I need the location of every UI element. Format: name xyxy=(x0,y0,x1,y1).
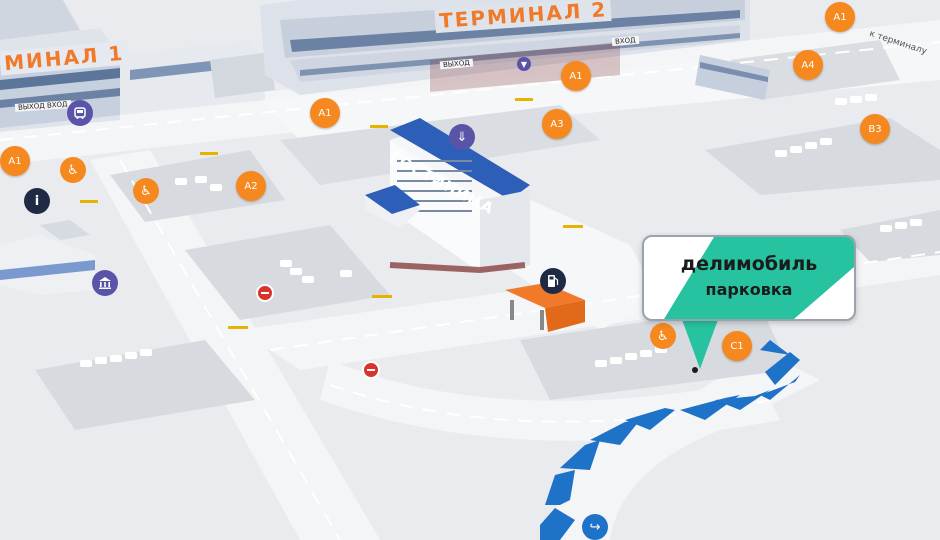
zone-pin-b3[interactable]: B3 xyxy=(860,114,890,144)
parking-lot-c1 xyxy=(520,305,790,400)
wheelchair-icon[interactable]: ♿ xyxy=(60,157,86,183)
fuel-icon[interactable] xyxy=(540,268,566,294)
zone-pin-a1[interactable]: A1 xyxy=(825,2,855,32)
zone-pin-a1[interactable]: A1 xyxy=(561,61,591,91)
zone-pin-a2[interactable]: A2 xyxy=(236,171,266,201)
hotel-building xyxy=(365,118,530,274)
zone-pin-a1[interactable]: A1 xyxy=(0,146,30,176)
parking-lot-center xyxy=(185,225,390,320)
down-arrow-icon[interactable]: ⇓ xyxy=(449,124,475,150)
wheelchair-icon[interactable]: ♿ xyxy=(650,323,676,349)
delimobil-parking-callout[interactable]: делимобиль парковка xyxy=(642,235,856,321)
callout-stripe xyxy=(664,237,854,319)
no-entry-icon xyxy=(362,361,380,379)
route-arrows xyxy=(540,340,800,540)
parking-lot-left xyxy=(35,340,255,430)
info-icon[interactable]: i xyxy=(24,188,50,214)
admin-building xyxy=(0,220,95,295)
zone-pin-a4[interactable]: A4 xyxy=(793,50,823,80)
zone-pin-a3[interactable]: A3 xyxy=(542,109,572,139)
zone-pin-c1[interactable]: C1 xyxy=(722,331,752,361)
callout-pointer xyxy=(680,314,720,369)
zone-pin-a1[interactable]: A1 xyxy=(310,98,340,128)
marker-icon: ▼ xyxy=(517,57,531,71)
museum-icon[interactable] xyxy=(92,270,118,296)
wheelchair-icon[interactable]: ♿ xyxy=(133,178,159,204)
callout-subtitle: парковка xyxy=(705,280,793,299)
callout-brand: делимобиль xyxy=(680,253,818,275)
no-entry-icon xyxy=(256,284,274,302)
parking-lot-a2 xyxy=(110,150,285,222)
barriers xyxy=(80,98,583,329)
turn-right-icon[interactable]: ↪ xyxy=(582,514,608,540)
parking-lot-right xyxy=(840,210,940,262)
bus-icon[interactable] xyxy=(67,100,93,126)
gas-station xyxy=(505,283,585,332)
